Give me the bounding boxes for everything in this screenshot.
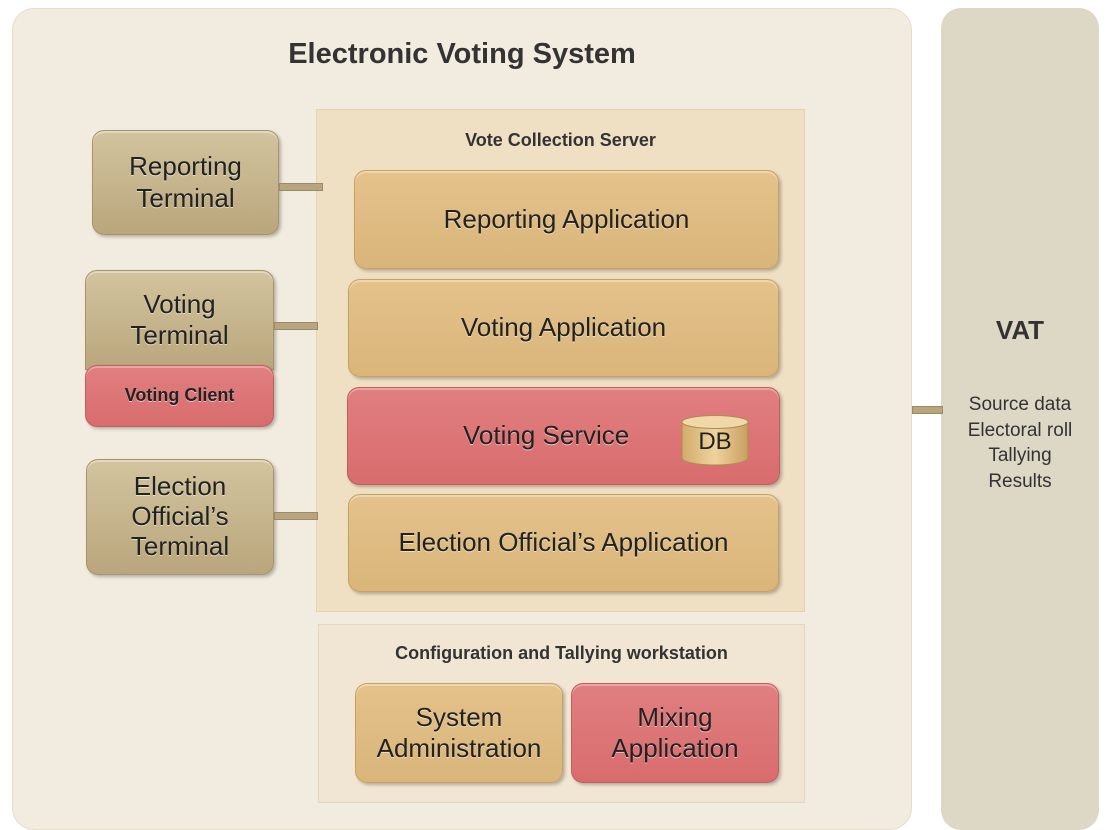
reporting-terminal-line-2: Terminal [136,182,235,213]
vote-collection-server-title: Vote Collection Server [465,130,656,150]
vat-item-tallying: Tallying [988,445,1052,467]
reporting-terminal-box: Reporting Terminal [92,130,279,235]
configuration-tallying-workstation-title: Configuration and Tallying workstation [395,643,728,663]
vat-item-results: Results [988,470,1052,492]
election-officials-terminal-connector [274,512,318,520]
system-administration-box: System Administration [355,683,563,783]
voting-terminal-line-2: Terminal [130,320,229,350]
mixing-application-line-1: Mixing [637,701,713,732]
election-officials-application-label: Election Official’s Application [398,527,729,558]
reporting-application-label: Reporting Application [443,203,690,234]
vat-connector [912,406,943,414]
vat-items: Source data Electoral roll Tallying Resu… [941,392,1099,495]
election-officials-terminal-box: Election Official’s Terminal [86,459,274,575]
voting-terminal-line-1: Voting [143,288,216,319]
election-officials-terminal-line-3: Terminal [130,530,230,561]
election-officials-terminal-line-2: Official’s [131,501,229,532]
voting-application-label: Voting Application [460,312,667,343]
reporting-terminal-connector [279,183,323,191]
voting-application-box: Voting Application [348,279,779,377]
voting-client-label: Voting Client [124,385,235,406]
vat-item-source-data: Source data [968,394,1072,415]
reporting-terminal-line-1: Reporting [129,151,242,182]
vat-panel [941,8,1099,830]
election-officials-terminal-line-1: Election [133,471,227,502]
system-title: Electronic Voting System [288,38,636,70]
voting-terminal-box: Voting Terminal [85,270,274,370]
mixing-application-box: Mixing Application [571,683,779,783]
mixing-application-line-2: Application [611,733,739,763]
vat-item-electoral-roll: Electoral roll [967,419,1073,441]
voting-terminal-connector [274,322,318,330]
db-label: DB [698,428,732,455]
database-icon [681,415,749,466]
system-administration-line-2: Administration [376,733,542,763]
reporting-application-box: Reporting Application [354,170,779,269]
voting-client-box: Voting Client [85,365,274,427]
voting-service-label: Voting Service [463,420,630,451]
vat-title: VAT [995,315,1045,345]
election-officials-application-box: Election Official’s Application [348,494,779,592]
system-administration-line-1: System [415,701,503,732]
